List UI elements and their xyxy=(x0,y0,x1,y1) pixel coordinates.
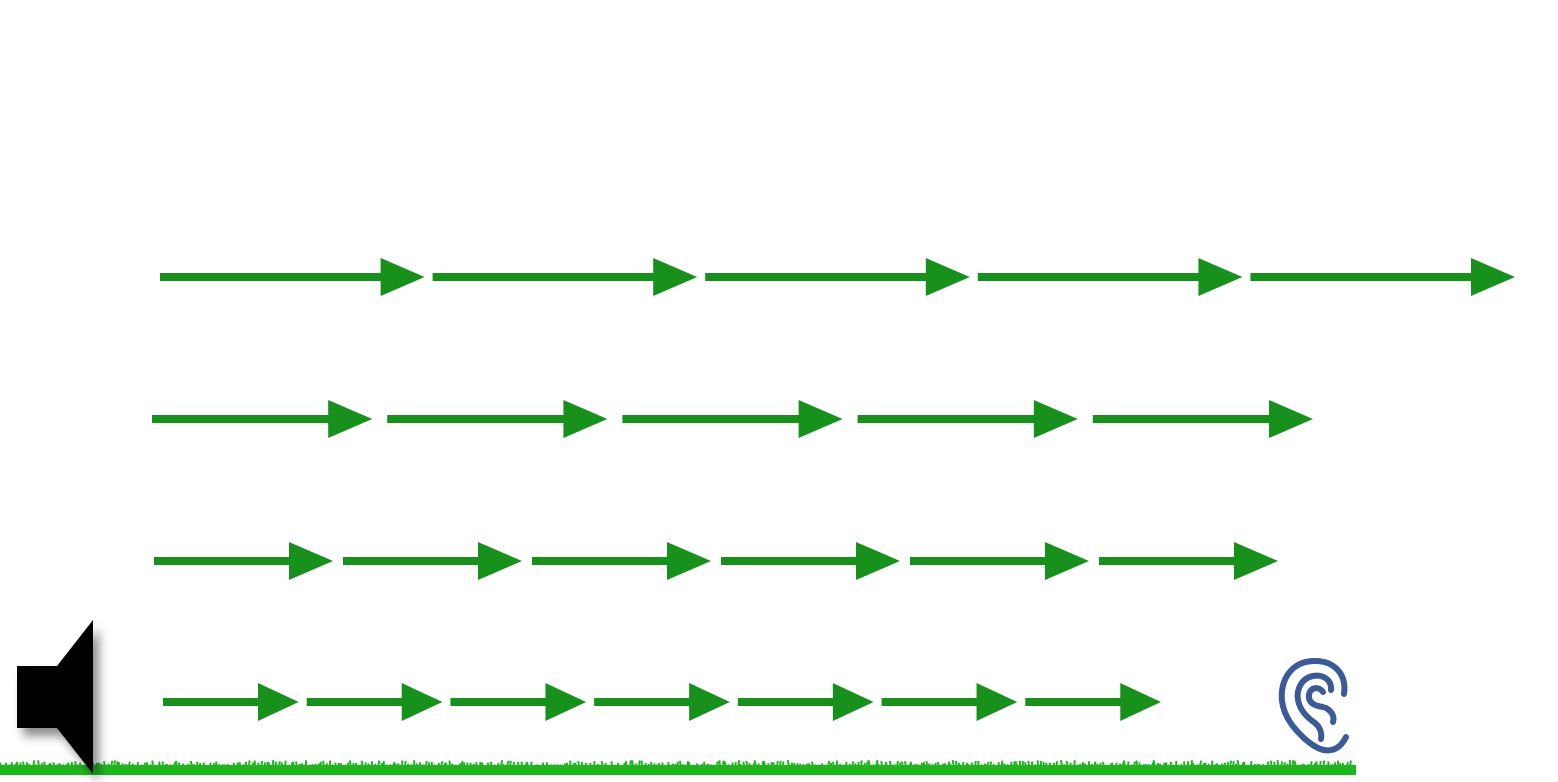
arrow-head xyxy=(1471,258,1515,296)
arrow-head xyxy=(832,683,874,721)
arrow-row-1 xyxy=(160,258,1515,296)
arrow xyxy=(532,542,711,580)
arrow-shaft xyxy=(1025,698,1122,706)
arrow-head xyxy=(380,258,425,296)
arrow-shaft xyxy=(160,273,382,281)
arrow xyxy=(343,542,522,580)
arrow-shaft xyxy=(881,698,978,706)
arrow-head xyxy=(1045,542,1089,580)
arrow-row-2 xyxy=(152,400,1313,438)
speaker-cone xyxy=(57,620,93,774)
arrow-shaft xyxy=(163,698,259,706)
arrow-head xyxy=(478,542,522,580)
arrow-shaft xyxy=(450,698,547,706)
arrow-shaft xyxy=(721,557,857,565)
arrow-shaft xyxy=(857,415,1035,423)
arrow-head xyxy=(976,683,1018,721)
arrow xyxy=(387,400,608,438)
arrow-rows xyxy=(152,258,1515,721)
arrow-shaft xyxy=(705,273,927,281)
arrow xyxy=(1025,683,1161,721)
ear-icon xyxy=(1278,657,1349,754)
arrow-head xyxy=(1269,400,1313,438)
ground-strip xyxy=(0,765,1356,775)
arrow-shaft xyxy=(910,557,1046,565)
arrow xyxy=(857,400,1078,438)
arrow xyxy=(737,683,874,721)
arrow-head xyxy=(563,400,608,438)
arrow xyxy=(160,258,425,296)
arrow xyxy=(910,542,1089,580)
arrow-head xyxy=(1033,400,1078,438)
arrow xyxy=(154,542,333,580)
speaker-icon xyxy=(17,620,93,774)
arrow xyxy=(622,400,843,438)
arrow xyxy=(306,683,443,721)
arrow-shaft xyxy=(154,557,290,565)
arrow-shaft xyxy=(1250,273,1472,281)
arrow-head xyxy=(1198,258,1243,296)
arrow xyxy=(881,683,1018,721)
arrow-shaft xyxy=(387,415,565,423)
grass-blades xyxy=(0,759,1354,768)
arrow-head xyxy=(798,400,843,438)
arrow xyxy=(721,542,900,580)
arrow xyxy=(594,683,730,721)
arrow-row-4 xyxy=(163,683,1161,721)
ear-inner-curve xyxy=(1294,672,1335,742)
arrow xyxy=(1099,542,1278,580)
arrow-head xyxy=(401,683,443,721)
arrow-head xyxy=(925,258,970,296)
arrow-shaft xyxy=(737,698,834,706)
arrow xyxy=(1250,258,1515,296)
arrow-shaft xyxy=(432,273,655,281)
arrow xyxy=(1092,400,1313,438)
ear-outer-curve xyxy=(1278,657,1349,754)
arrow-shaft xyxy=(977,273,1200,281)
arrow-head xyxy=(653,258,698,296)
arrow xyxy=(163,683,299,721)
arrow-shaft xyxy=(532,557,668,565)
ear-canal-curve xyxy=(1305,685,1326,710)
speaker-body xyxy=(17,666,59,728)
arrow-shaft xyxy=(306,698,403,706)
arrow-shaft xyxy=(1092,415,1270,423)
arrow-shaft xyxy=(343,557,479,565)
arrow-shaft xyxy=(622,415,800,423)
arrow xyxy=(152,400,373,438)
arrow-shaft xyxy=(594,698,691,706)
arrow xyxy=(977,258,1243,296)
arrow xyxy=(450,683,587,721)
arrow xyxy=(432,258,698,296)
ear-lobe-curve xyxy=(1323,705,1337,725)
arrow-row-3 xyxy=(154,542,1278,580)
ground-grass xyxy=(0,759,1356,775)
arrow-head xyxy=(328,400,373,438)
arrow-head xyxy=(667,542,711,580)
arrow xyxy=(705,258,970,296)
arrow-shaft xyxy=(152,415,330,423)
arrow-head xyxy=(258,683,299,721)
arrow-head xyxy=(545,683,587,721)
arrow-head xyxy=(689,683,730,721)
arrow-shaft xyxy=(1099,557,1235,565)
arrow-head xyxy=(1120,683,1161,721)
arrow-head xyxy=(856,542,900,580)
arrow-head xyxy=(1234,542,1278,580)
arrow-head xyxy=(289,542,333,580)
